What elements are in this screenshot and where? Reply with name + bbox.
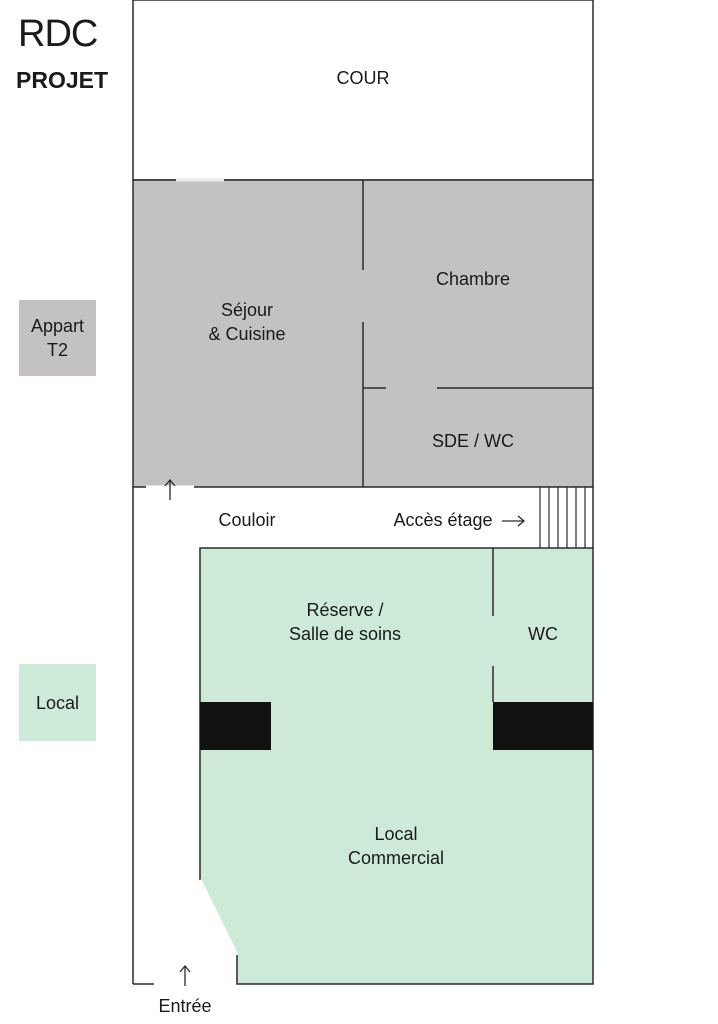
label-wc: WC xyxy=(528,624,558,644)
label-cour: COUR xyxy=(336,68,390,88)
label-entree: Entrée xyxy=(158,996,212,1016)
legend-apartment-line1: Appart xyxy=(30,316,85,336)
label-sejour-line2: & Cuisine xyxy=(208,324,286,344)
label-sde: SDE / WC xyxy=(431,431,514,451)
label-reserve: Réserve / Salle de soins xyxy=(270,598,420,646)
arrow-right-stairs-icon xyxy=(502,515,526,527)
arrow-up-apartment-icon xyxy=(164,478,176,500)
stairs xyxy=(539,487,586,548)
pillar-right xyxy=(493,702,593,750)
legend-local-label: Local xyxy=(35,692,80,713)
label-local-line1: Local xyxy=(374,824,418,844)
page-subtitle: PROJET xyxy=(16,67,109,93)
door-entrance xyxy=(198,879,239,956)
legend-apartment: Appart T2 xyxy=(19,300,96,376)
pillar-left xyxy=(200,702,271,750)
label-chambre: Chambre xyxy=(435,269,511,289)
label-sejour: Séjour & Cuisine xyxy=(187,298,307,346)
label-acces-etage: Accès étage xyxy=(393,510,493,530)
label-couloir: Couloir xyxy=(218,510,276,530)
page-title: RDC xyxy=(18,13,98,55)
legend-local: Local xyxy=(19,664,96,741)
arrow-up-entrance-icon xyxy=(179,964,191,986)
label-local-line2: Commercial xyxy=(347,848,444,868)
label-sejour-line1: Séjour xyxy=(220,300,274,320)
label-reserve-line1: Réserve / xyxy=(306,600,384,620)
label-local-commercial: Local Commercial xyxy=(326,822,466,870)
legend-apartment-line2: T2 xyxy=(46,340,68,360)
label-reserve-line2: Salle de soins xyxy=(288,624,402,644)
courtyard xyxy=(132,0,594,181)
